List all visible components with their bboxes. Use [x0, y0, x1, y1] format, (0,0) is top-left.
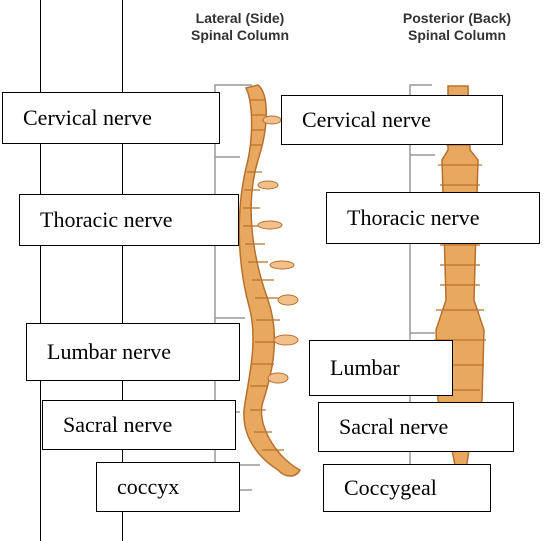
label-coccyx-left: coccyx: [96, 462, 240, 512]
label-cervical-right: Cervical nerve: [281, 95, 503, 145]
label-thoracic-right: Thoracic nerve: [326, 192, 540, 244]
label-cervical-left: Cervical nerve: [2, 92, 220, 144]
label-lumbar-right: Lumbar: [309, 340, 453, 396]
label-sacral-left: Sacral nerve: [42, 400, 236, 450]
label-thoracic-left: Thoracic nerve: [19, 194, 239, 246]
label-coccygeal-right: Coccygeal: [323, 464, 491, 512]
label-lumbar-left: Lumbar nerve: [26, 323, 240, 381]
label-sacral-right: Sacral nerve: [318, 402, 514, 452]
